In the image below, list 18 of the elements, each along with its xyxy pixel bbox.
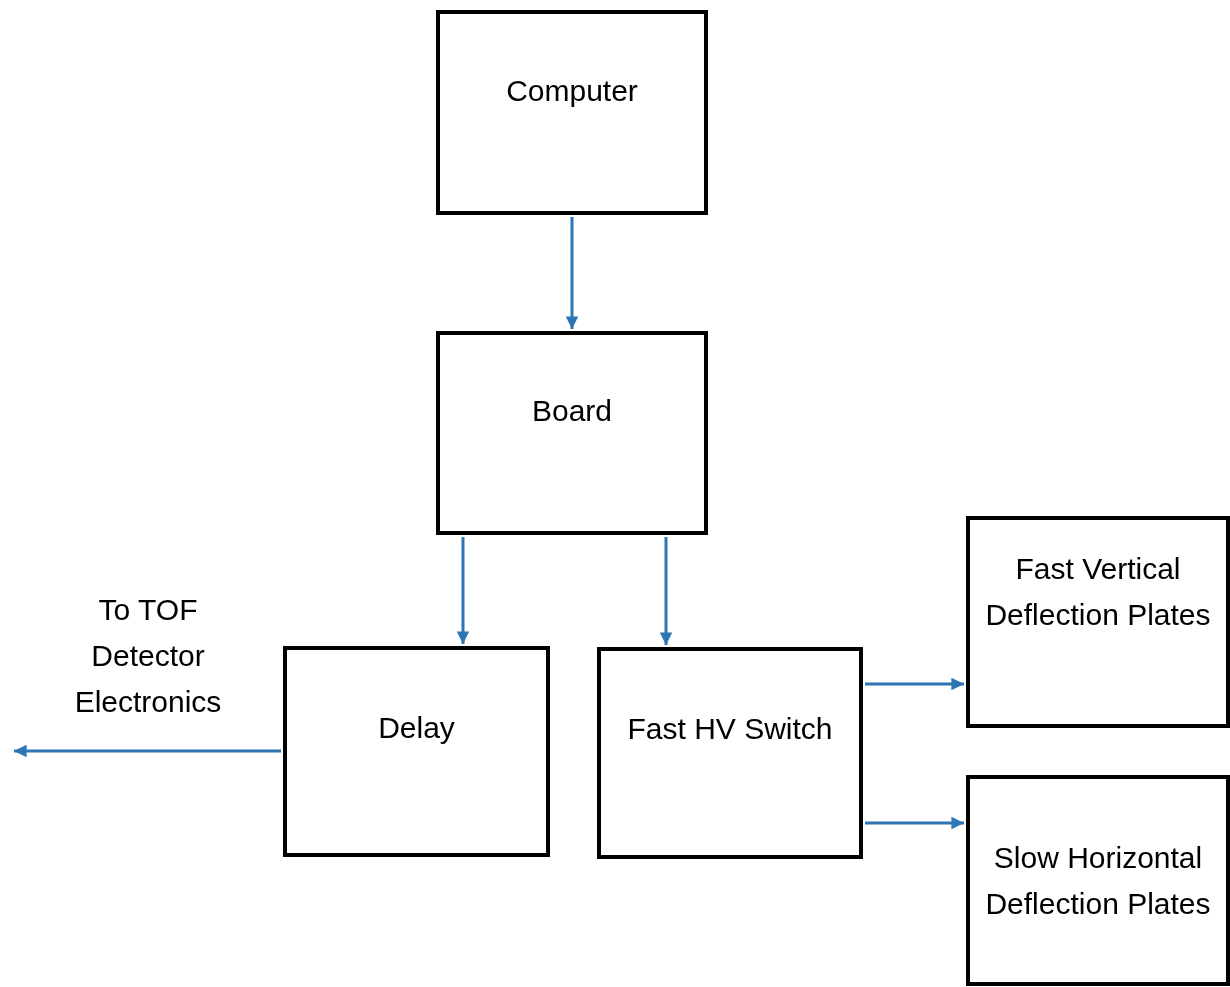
block-box <box>283 646 550 857</box>
block-box <box>597 647 863 859</box>
block-box <box>436 331 708 535</box>
block-label: Fast Vertical Deflection Plates <box>984 551 1212 633</box>
block-label: Delay <box>377 709 456 746</box>
block-box <box>436 10 708 215</box>
arrow <box>865 816 964 830</box>
arrow <box>659 537 673 645</box>
arrow <box>14 744 281 758</box>
arrow <box>456 537 470 644</box>
block-box <box>966 775 1230 986</box>
block-label: Computer <box>505 72 639 109</box>
arrow <box>865 677 964 691</box>
block-label: Fast HV Switch <box>626 711 834 747</box>
block-label: Board <box>530 393 614 429</box>
arrow <box>565 217 579 329</box>
block-label: Slow Horizontal Deflection Plates <box>984 839 1212 922</box>
block-box <box>966 516 1230 728</box>
